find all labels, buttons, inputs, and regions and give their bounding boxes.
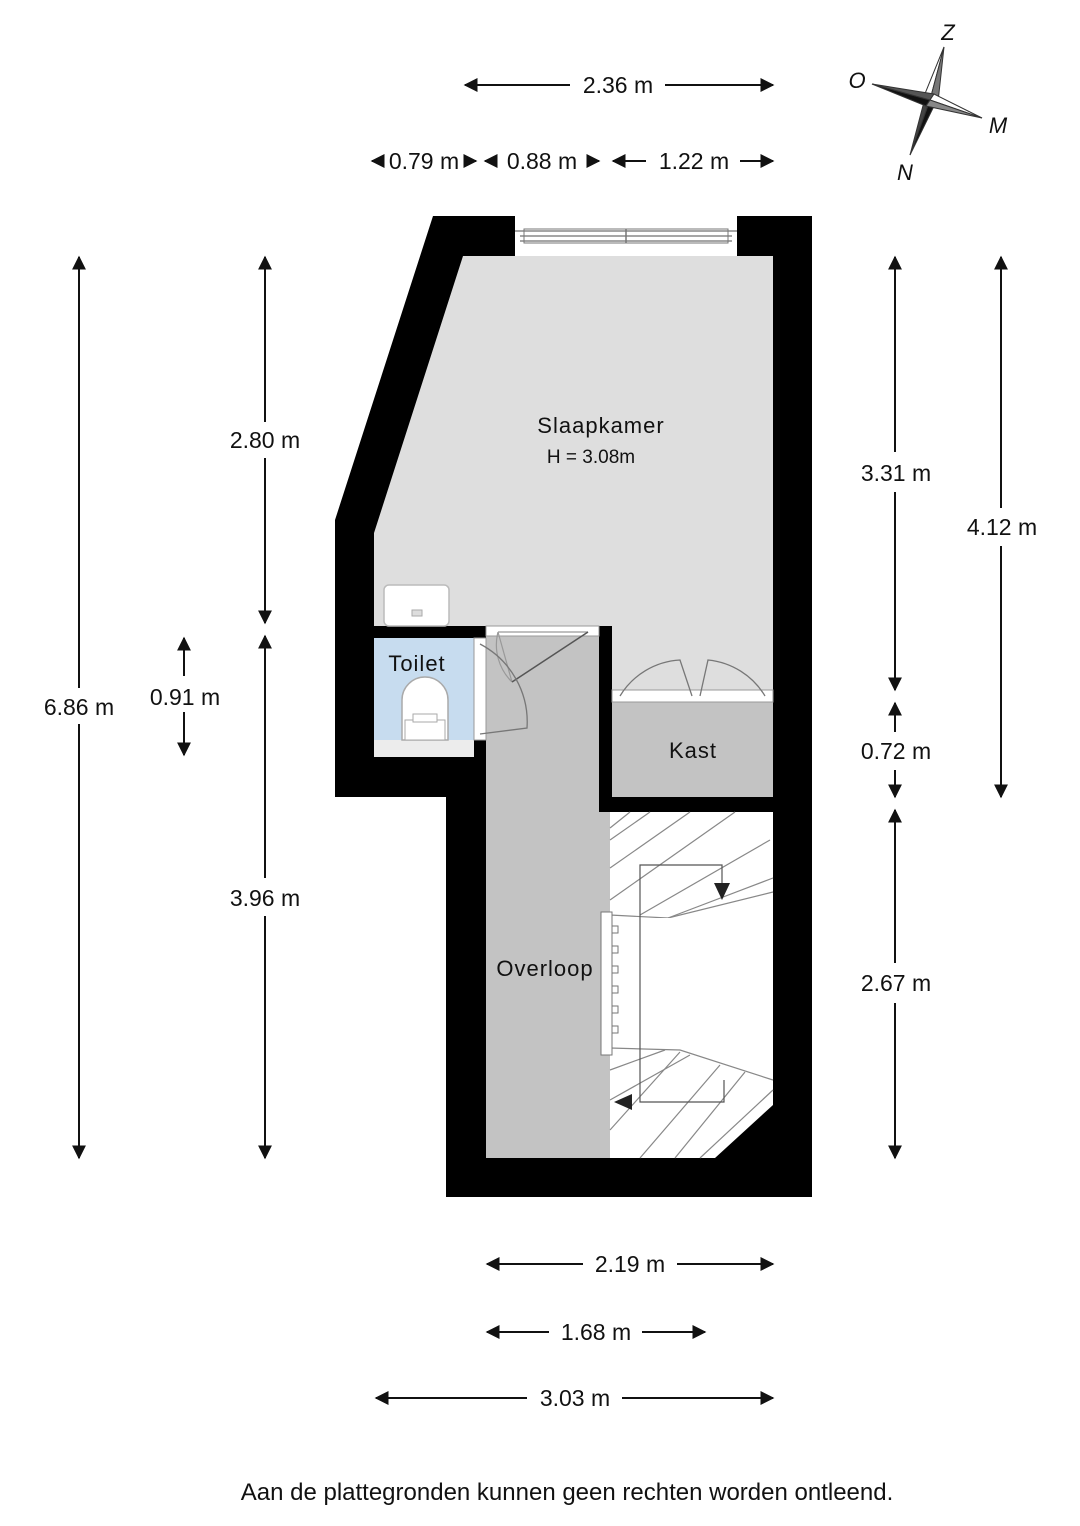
svg-text:3.96 m: 3.96 m: [230, 885, 300, 911]
svg-text:3.03 m: 3.03 m: [540, 1385, 610, 1411]
doors: [473, 625, 774, 741]
compass-north-label: Z: [940, 20, 956, 45]
dim-top-total: 2.36 m: [463, 72, 775, 98]
svg-text:0.72 m: 0.72 m: [861, 738, 931, 764]
dim-top-b: 0.88 m: [507, 148, 577, 174]
dim-left-toilet: 0.91 m: [150, 636, 220, 757]
window-top: [515, 216, 737, 256]
dim-left-lower: 3.96 m: [230, 634, 300, 1160]
svg-text:2.36 m: 2.36 m: [583, 72, 653, 98]
dim-top-segments: 0.79 m 0.88 m 1.22 m: [370, 148, 775, 174]
compass-west-label: O: [848, 68, 865, 93]
dim-bottom-b: 1.68 m: [485, 1319, 707, 1345]
room-height-slaapkamer: H = 3.08m: [547, 447, 635, 468]
dim-right-upper: 3.31 m: [861, 255, 931, 692]
dim-right-total: 4.12 m: [967, 255, 1037, 799]
stair-arrow-down-icon: [714, 883, 730, 900]
stair-arrow-left-icon: [614, 1094, 632, 1110]
room-label-overloop: Overloop: [496, 956, 593, 981]
overloop-floor: [486, 636, 610, 1158]
room-label-toilet: Toilet: [388, 651, 445, 676]
svg-text:2.80 m: 2.80 m: [230, 427, 300, 453]
slaapkamer-floor: [374, 256, 773, 690]
svg-text:6.86 m: 6.86 m: [44, 694, 114, 720]
compass-east-label: M: [989, 113, 1008, 138]
staircase: [609, 811, 774, 1159]
dim-right-lower: 2.67 m: [861, 808, 931, 1160]
dim-right-kast: 0.72 m: [861, 701, 931, 799]
compass-south-label: N: [897, 160, 913, 185]
kast-floor: [612, 702, 773, 797]
dim-top-c: 1.22 m: [659, 148, 729, 174]
dim-bottom-a: 2.19 m: [485, 1251, 775, 1277]
dim-top-a: 0.79 m: [389, 148, 459, 174]
inner-wall-stairs-top: [599, 797, 773, 812]
svg-text:4.12 m: 4.12 m: [967, 514, 1037, 540]
room-label-slaapkamer: Slaapkamer: [537, 413, 664, 438]
stair-corner-fill: [715, 1105, 773, 1158]
inner-wall-kast: [599, 626, 612, 811]
dim-left-total: 6.86 m: [44, 255, 114, 1160]
disclaimer-text: Aan de plattegronden kunnen geen rechten…: [241, 1479, 894, 1506]
toilet-floor-strip: [374, 740, 474, 757]
svg-text:3.31 m: 3.31 m: [861, 460, 931, 486]
sink-icon: [383, 584, 450, 627]
compass-icon: Z N O M: [848, 20, 1007, 185]
svg-text:0.91 m: 0.91 m: [150, 684, 220, 710]
svg-text:2.67 m: 2.67 m: [861, 970, 931, 996]
dim-left-upper: 2.80 m: [230, 255, 300, 625]
room-label-kast: Kast: [669, 738, 717, 763]
svg-text:2.19 m: 2.19 m: [595, 1251, 665, 1277]
dim-bottom-c: 3.03 m: [374, 1385, 775, 1411]
balustrade: [600, 911, 619, 1056]
svg-text:1.68 m: 1.68 m: [561, 1319, 631, 1345]
toilet-fixtures: [383, 584, 450, 741]
toilet-bowl-icon: [401, 676, 449, 741]
